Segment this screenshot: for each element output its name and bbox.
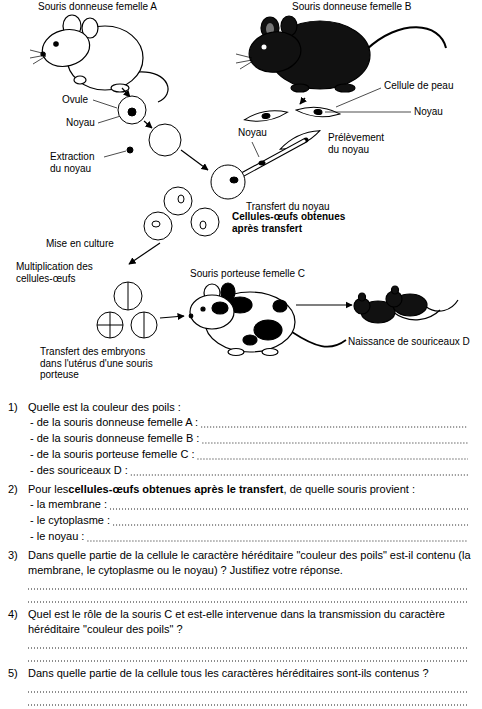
figure-label: Multiplication des cellules-œufs <box>16 261 114 284</box>
question-number: 4) <box>8 607 18 622</box>
arrow <box>296 304 352 305</box>
question-text: Quelle est la couleur des poils : <box>28 400 181 415</box>
figure-label: Souris porteuse femelle C <box>190 268 305 280</box>
question-text: Dans quelle partie de la cellule le cara… <box>28 548 472 578</box>
answer-dotted-line <box>113 525 468 526</box>
question-text: - de la souris donneuse femelle A : <box>30 415 198 430</box>
answer-dotted-line <box>28 589 468 590</box>
figure-label: Transfert du noyau <box>246 201 330 213</box>
fertilised-cells <box>144 187 219 240</box>
question-text: , de quelle souris provient : <box>284 482 415 497</box>
question-number: 1) <box>8 400 18 415</box>
question-text: Dans quelle partie de la cellule tous le… <box>28 666 472 681</box>
question-text: - le noyau : <box>30 529 84 544</box>
figure-label: Cellules-œufs obtenues après transfert <box>232 211 360 234</box>
arrow <box>122 88 130 97</box>
figure-label: Ovule <box>62 94 88 106</box>
figure-label: Souris donneuse femelle B <box>292 1 412 13</box>
arrow <box>300 98 305 104</box>
question-text: - la membrane : <box>30 497 107 512</box>
question-text: cellules-œufs obtenues après le transfer… <box>68 482 283 497</box>
figure-label: Prélèvement du noyau <box>328 132 392 155</box>
question-text: Pour les <box>28 482 68 497</box>
question-text: - le cytoplasme : <box>30 513 110 528</box>
answer-dotted-line <box>28 705 468 706</box>
answer-dotted-line <box>110 509 468 510</box>
answer-dotted-line <box>202 443 468 444</box>
dividing-cells <box>97 282 157 338</box>
question-text: Quel est le rôle de la souris C et est-e… <box>28 607 472 637</box>
arrow <box>160 316 184 318</box>
figure-label: Noyau <box>414 106 443 118</box>
figure-label: Transfert des embryons dans l'utérus d'u… <box>40 346 158 381</box>
mouse-c <box>189 283 346 356</box>
question-number: 5) <box>8 666 18 681</box>
figure-label: Souris donneuse femelle A <box>38 1 157 13</box>
answer-dotted-line <box>201 427 468 428</box>
leader-lines <box>93 88 411 157</box>
answer-dotted-line <box>28 692 468 693</box>
figure-label: Noyau <box>238 127 267 139</box>
answer-dotted-line <box>197 459 468 460</box>
answer-dotted-line <box>28 602 468 603</box>
baby-mice <box>354 286 458 323</box>
egg-cells <box>118 96 245 199</box>
arrow <box>144 121 152 128</box>
question-number: 2) <box>8 482 18 497</box>
answer-dotted-line <box>28 648 468 649</box>
question-text: - de la souris porteuse femelle C : <box>30 447 194 462</box>
answer-dotted-line <box>131 475 468 476</box>
mouse-a <box>30 15 168 102</box>
answer-dotted-line <box>28 661 468 662</box>
answer-dotted-line <box>87 541 468 542</box>
question-text: - de la souris donneuse femelle B : <box>30 431 199 446</box>
figure-label: Extraction du noyau <box>50 151 105 174</box>
arrow <box>129 243 160 264</box>
figure-label: Noyau <box>66 117 95 129</box>
figure-label: Cellule de peau <box>384 80 454 92</box>
question-text: - des souriceaux D : <box>30 463 128 478</box>
question-number: 3) <box>8 548 18 563</box>
pipette <box>238 140 306 177</box>
figure-label: Naissance de souriceaux D <box>348 336 470 348</box>
arrow <box>181 150 208 170</box>
figure-label: Mise en culture <box>46 238 114 250</box>
